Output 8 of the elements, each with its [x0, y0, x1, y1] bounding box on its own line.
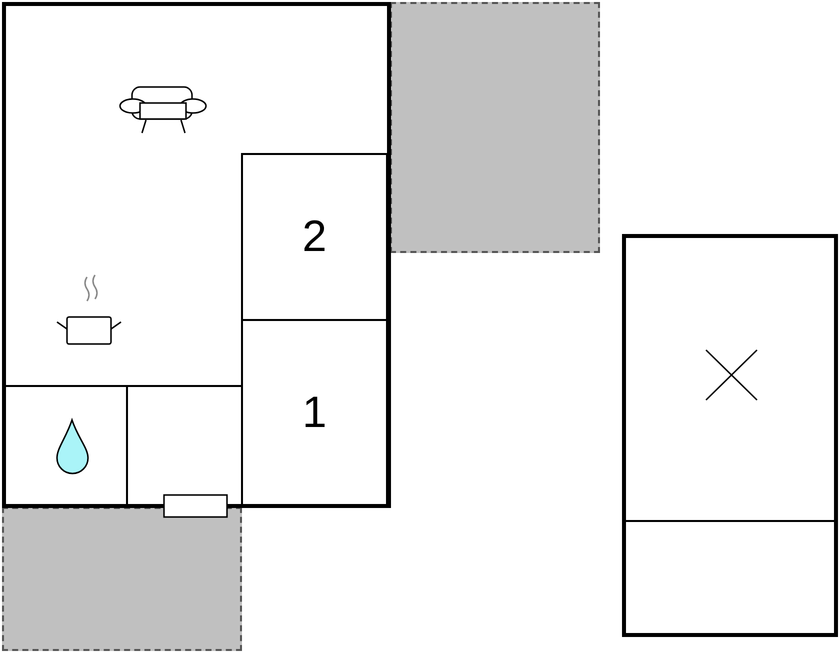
room-number: 1 — [302, 390, 327, 434]
annex-outline — [622, 234, 838, 637]
room-number: 2 — [302, 215, 327, 259]
room — [241, 153, 388, 321]
terrace — [2, 507, 242, 651]
terrace — [390, 2, 600, 253]
house-outline — [2, 2, 391, 508]
room — [241, 319, 388, 506]
